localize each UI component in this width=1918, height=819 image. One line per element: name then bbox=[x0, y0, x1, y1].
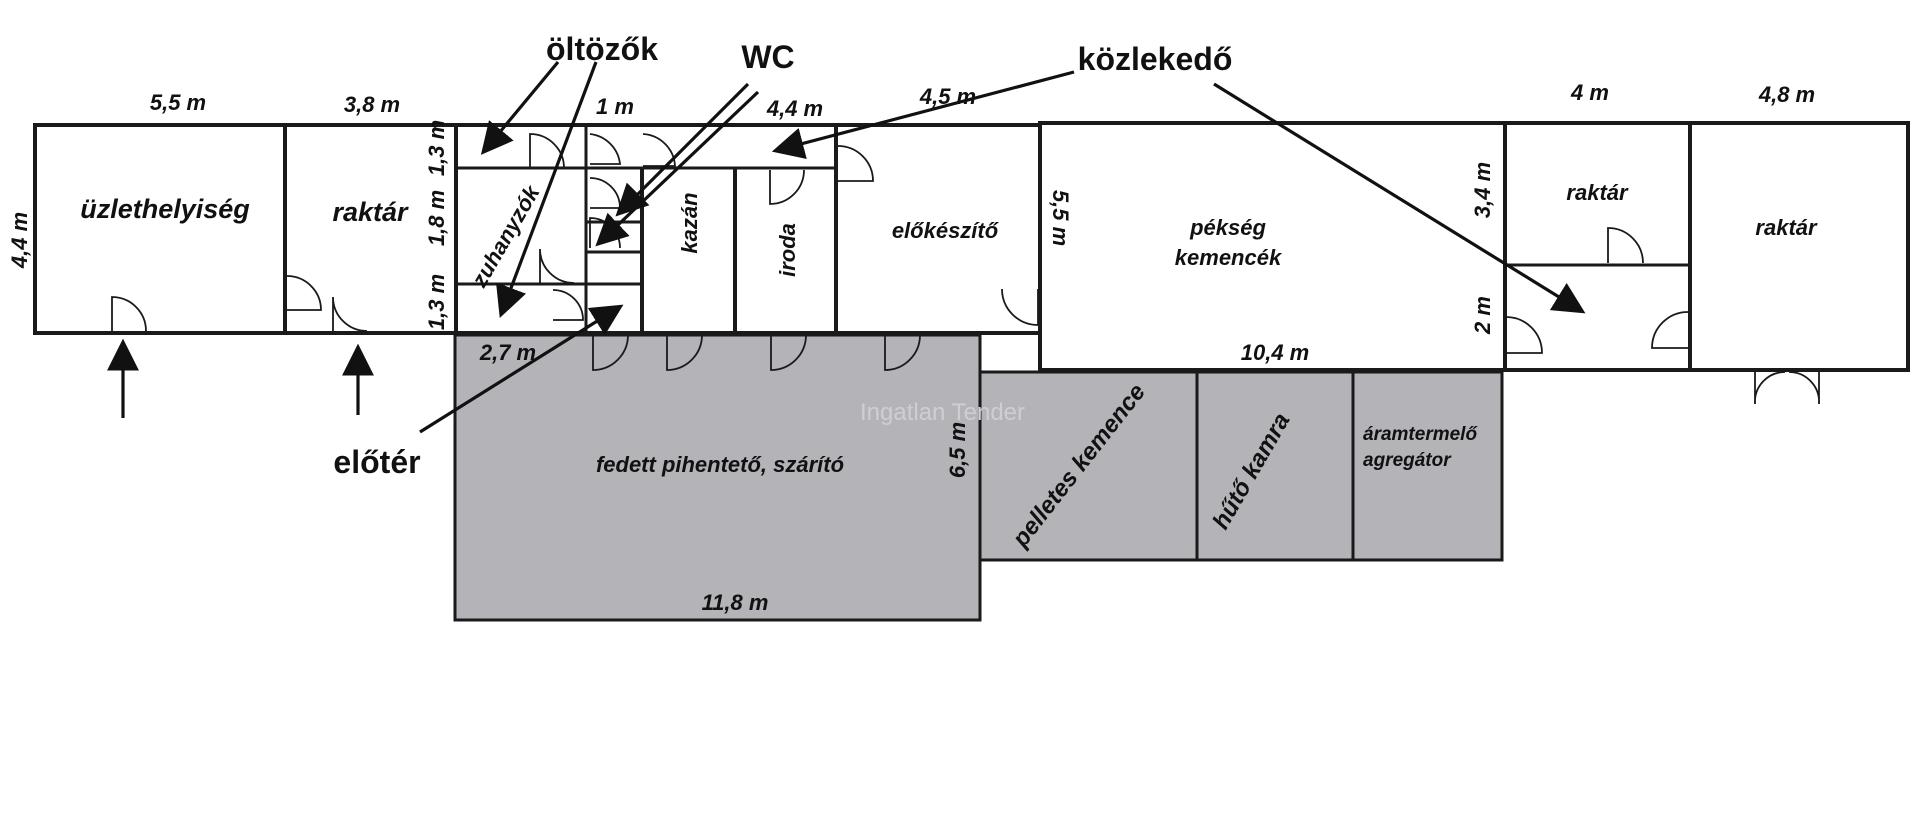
covered-area bbox=[453, 333, 982, 622]
dim-13a: 1,3 m bbox=[424, 120, 449, 176]
cold-room bbox=[1195, 370, 1355, 562]
dim-104: 10,4 m bbox=[1241, 340, 1310, 365]
dim-storage3-width: 4,8 m bbox=[1758, 82, 1815, 107]
room-label-storage-1: raktár bbox=[332, 197, 409, 227]
dim-65: 6,5 m bbox=[945, 422, 970, 478]
dim-wc-width: 1 m bbox=[596, 94, 634, 119]
room-label-bakery-1: pékség bbox=[1189, 215, 1266, 240]
callout-arrows bbox=[107, 60, 1586, 434]
dim-shop-width: 5,5 m bbox=[150, 90, 206, 115]
generator-room bbox=[1351, 370, 1504, 562]
room-label-storage-2: raktár bbox=[1566, 180, 1629, 205]
dim-corridor-width: 4,4 m bbox=[766, 96, 823, 121]
dim-34: 3,4 m bbox=[1470, 162, 1495, 218]
building-outline-right bbox=[1038, 121, 1910, 372]
pellet-oven-room bbox=[978, 370, 1199, 562]
dim-13b: 1,3 m bbox=[424, 274, 449, 330]
dim-27: 2,7 m bbox=[479, 340, 536, 365]
callout-hall: előtér bbox=[333, 444, 420, 480]
watermark: Ingatlan Tender bbox=[860, 399, 1025, 426]
room-label-generator-2: agregátor bbox=[1363, 450, 1452, 471]
callout-corridor: közlekedő bbox=[1078, 41, 1233, 77]
dim-18: 1,8 m bbox=[424, 190, 449, 246]
dim-2: 2 m bbox=[1470, 296, 1495, 335]
dim-118: 11,8 m bbox=[702, 590, 769, 615]
room-label-office: iroda bbox=[775, 223, 800, 277]
room-label-showers: zuhanyzók bbox=[466, 180, 545, 292]
door-symbols bbox=[111, 133, 1820, 405]
room-label-generator-1: áramtermelő bbox=[1363, 424, 1478, 445]
interior-walls bbox=[283, 123, 1692, 370]
dim-prep-width: 4,5 m bbox=[919, 84, 976, 109]
room-label-storage-3: raktár bbox=[1755, 215, 1818, 240]
room-label-bakery-2: kemencék bbox=[1175, 245, 1283, 270]
dim-storage2-width: 4 m bbox=[1570, 80, 1609, 105]
dim-shop-height: 4,4 m bbox=[7, 212, 32, 269]
room-label-shop: üzlethelyiség bbox=[80, 194, 250, 224]
dim-storage-width: 3,8 m bbox=[344, 92, 400, 117]
room-label-prep: előkészítő bbox=[892, 218, 1000, 243]
callout-wc: WC bbox=[741, 39, 794, 75]
callout-changing: öltözők bbox=[546, 31, 658, 67]
room-label-covered: fedett pihentető, szárító bbox=[596, 452, 844, 477]
room-label-boiler: kazán bbox=[677, 192, 702, 253]
building-outline-left bbox=[33, 123, 1042, 335]
dim-55: 5,5 m bbox=[1048, 190, 1073, 246]
